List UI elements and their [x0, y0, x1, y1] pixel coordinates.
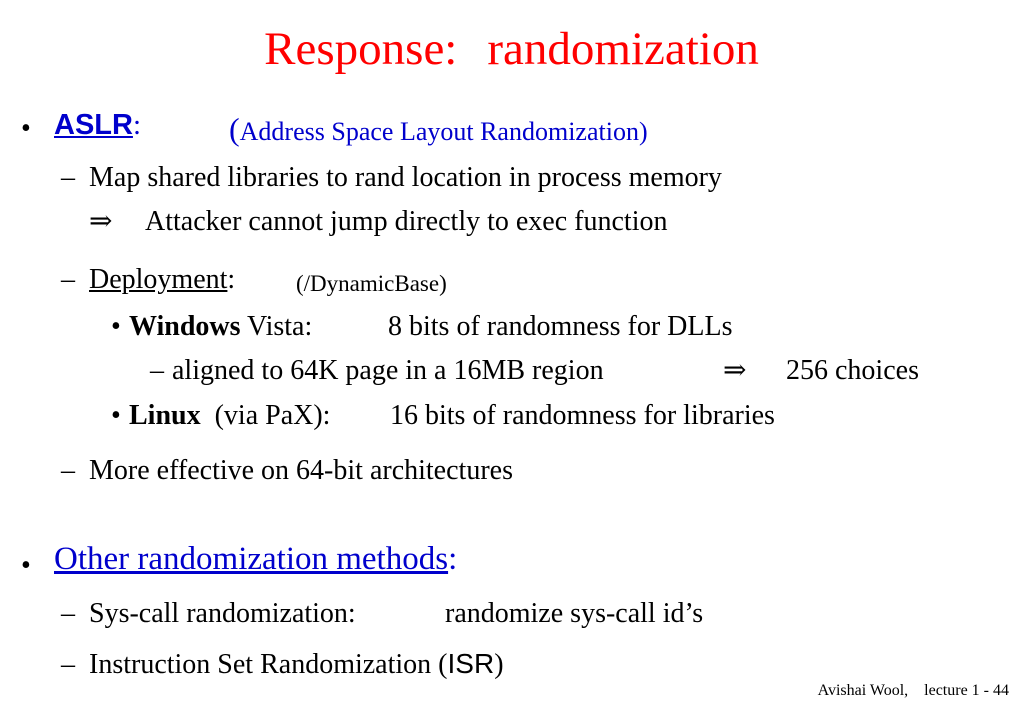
- effective-text: More effective on 64-bit architectures: [89, 455, 513, 486]
- dash-marker: –: [61, 455, 75, 486]
- aslr-term: ASLR: [54, 109, 133, 141]
- linux-term: Linux: [129, 400, 201, 431]
- deployment-note: (/DynamicBase): [296, 271, 447, 296]
- aslr-expansion: (Address Space Layout Randomization): [229, 113, 648, 145]
- footer-lecture: lecture 1 - 44: [924, 682, 1009, 699]
- dash-marker: –: [61, 598, 75, 629]
- aslr-implies-item: ⇒: [89, 208, 112, 236]
- bullet-other-marker: •: [21, 550, 31, 581]
- isr-close: ): [494, 649, 504, 680]
- aslr-effective-item: –More effective on 64-bit architectures: [61, 457, 513, 485]
- other-colon: :: [448, 541, 458, 577]
- linux-item: Linux (via PaX):: [129, 402, 330, 430]
- isr-text: Instruction Set Randomization (: [89, 649, 448, 680]
- bullet-aslr-marker: •: [21, 113, 31, 144]
- aslr-map-text: Map shared libraries to rand location in…: [89, 162, 722, 193]
- syscall-item: –Sys-call randomization:: [61, 600, 356, 628]
- deployment-colon: :: [227, 264, 236, 295]
- aslr-open-paren: (: [229, 111, 240, 147]
- aslr-expansion-text: Address Space Layout Randomization): [239, 117, 648, 146]
- windows-value: 8 bits of randomness for DLLs: [388, 311, 733, 342]
- implies-icon: ⇒: [723, 355, 747, 386]
- windows-bullet: •: [111, 311, 121, 342]
- linux-value: 16 bits of randomness for libraries: [390, 400, 775, 431]
- aslr-implies-text: Attacker cannot jump directly to exec fu…: [145, 206, 668, 237]
- aslr-map-item: –Map shared libraries to rand location i…: [61, 164, 722, 192]
- syscall-value: randomize sys-call id’s: [445, 598, 704, 629]
- aslr-deployment-item: –Deployment:: [61, 266, 235, 294]
- slide-footer: Avishai Wool, lecture 1 - 44: [818, 683, 1009, 699]
- aligned-text: aligned to 64K page in a 16MB region: [172, 355, 604, 386]
- other-methods-link[interactable]: Other randomization methods: [54, 541, 449, 577]
- syscall-label: Sys-call randomization:: [89, 598, 356, 629]
- aslr-heading: ASLR:: [54, 111, 141, 140]
- slide-title: Response: randomization: [0, 26, 1023, 73]
- windows-item: Windows Vista:: [129, 313, 312, 341]
- dash-marker: –: [61, 649, 75, 680]
- windows-term: Windows: [129, 311, 241, 342]
- linux-rest: (via PaX):: [214, 400, 331, 431]
- dash-marker: –: [61, 264, 75, 295]
- isr-abbrev: ISR: [447, 648, 495, 679]
- isr-item: –Instruction Set Randomization (ISR): [61, 650, 504, 679]
- deployment-label: Deployment: [89, 264, 228, 295]
- aligned-result: 256 choices: [786, 355, 919, 386]
- dash-marker: –: [150, 355, 164, 386]
- windows-rest: Vista:: [247, 311, 313, 342]
- aslr-colon: :: [132, 109, 142, 141]
- title-part-1: Response:: [264, 23, 458, 75]
- other-heading: Other randomization methods:: [54, 543, 457, 576]
- title-part-2: randomization: [487, 23, 759, 75]
- linux-bullet: •: [111, 400, 121, 431]
- footer-author: Avishai Wool,: [817, 682, 909, 699]
- implies-icon: ⇒: [89, 206, 113, 237]
- dash-marker: –: [61, 162, 75, 193]
